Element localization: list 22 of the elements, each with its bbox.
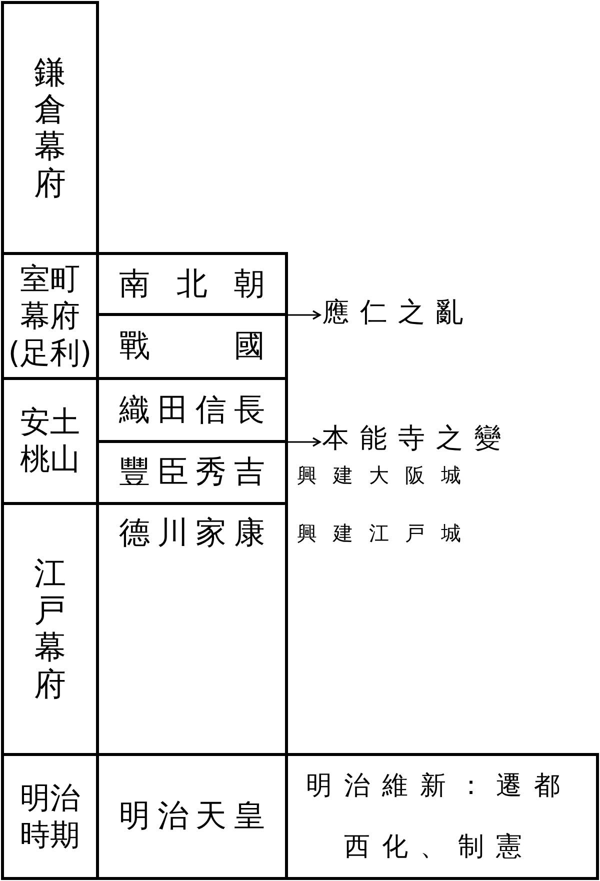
ruler-name: 南北朝 (119, 266, 265, 302)
period-name: 明治時期 (19, 780, 81, 854)
ruler-name: 戰國 (119, 329, 265, 364)
ruler-name: 明治天皇 (119, 799, 265, 834)
arrow (288, 437, 321, 447)
reform-text: 明治維新：遷都西化、制憲 (305, 770, 573, 864)
period-name: 鎌倉幕府 (33, 54, 67, 202)
ruler-box (96, 252, 288, 316)
arrow (288, 310, 321, 320)
period-name: 江戸幕府 (33, 555, 67, 703)
period-name: 室町幕府(足利) (7, 260, 93, 372)
event-note: 興建江戸城 (297, 521, 461, 545)
event-label: 應仁之亂 (322, 297, 463, 328)
period-box (1, 753, 99, 880)
period-name: 安土桃山 (19, 404, 81, 478)
period-box (1, 1, 99, 255)
event-note: 興建大阪城 (297, 463, 461, 487)
ruler-name: 豐臣秀吉 (119, 455, 265, 490)
reform-box (285, 753, 599, 880)
ruler-name: 織田信長 (119, 392, 265, 428)
ruler-name: 德川家康 (119, 516, 265, 550)
event-label: 本能寺之變 (322, 423, 501, 454)
